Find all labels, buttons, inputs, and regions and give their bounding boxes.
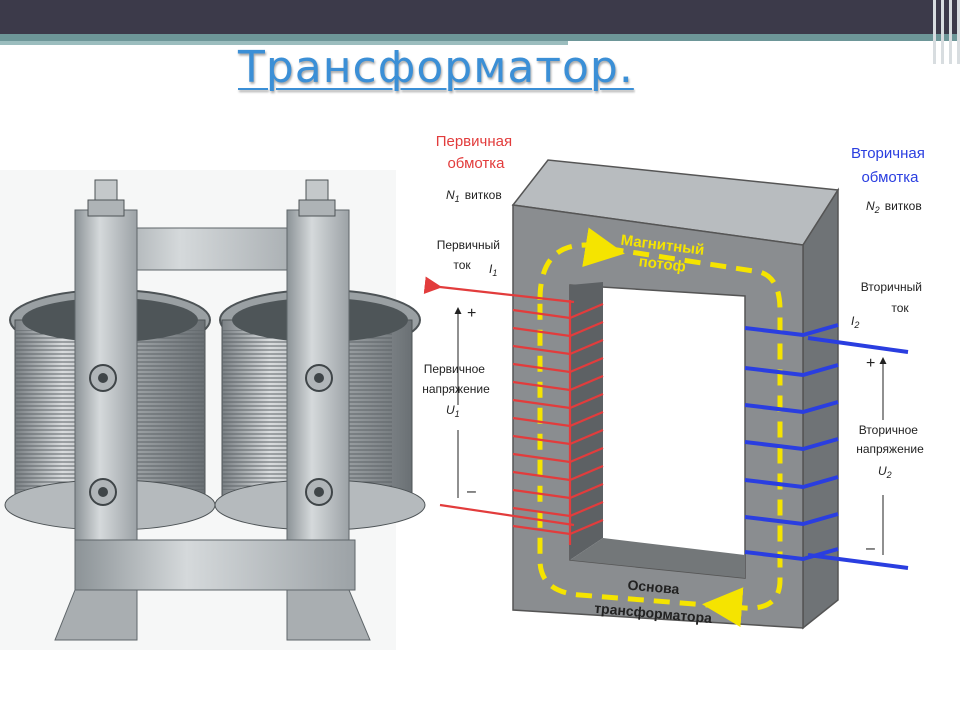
primary-winding-label: Первичная обмотка xyxy=(436,133,517,172)
magnetic-flux-path xyxy=(537,242,783,611)
secondary-minus: – xyxy=(866,540,875,557)
header-stripe xyxy=(0,34,960,41)
primary-voltage-label: Первичное напряжение xyxy=(422,362,490,396)
primary-current-label: Первичный ток xyxy=(437,238,504,272)
slide-title: Трансформатор. xyxy=(238,42,634,93)
primary-current-symbol: I1 xyxy=(489,262,497,278)
secondary-voltage-symbol: U2 xyxy=(878,464,892,480)
flux-arrow-bottom xyxy=(702,587,744,628)
secondary-winding-label: Вторичная обмотка xyxy=(851,145,929,186)
primary-minus: – xyxy=(467,483,476,500)
transformer-photo xyxy=(0,170,426,650)
flux-arrow-top xyxy=(582,227,625,268)
primary-voltage-symbol: U1 xyxy=(446,403,460,419)
secondary-current-label: Вторичный ток xyxy=(861,280,926,315)
primary-plus: + xyxy=(467,305,476,322)
secondary-current-symbol: I2 xyxy=(851,314,859,330)
secondary-voltage-label: Вторичное напряжение xyxy=(856,423,924,456)
header-bar xyxy=(0,0,960,34)
secondary-plus: + xyxy=(866,355,875,372)
secondary-winding xyxy=(744,323,909,570)
corner-decoration xyxy=(926,0,960,64)
header-stripe-light xyxy=(0,41,568,45)
primary-winding xyxy=(423,276,604,545)
